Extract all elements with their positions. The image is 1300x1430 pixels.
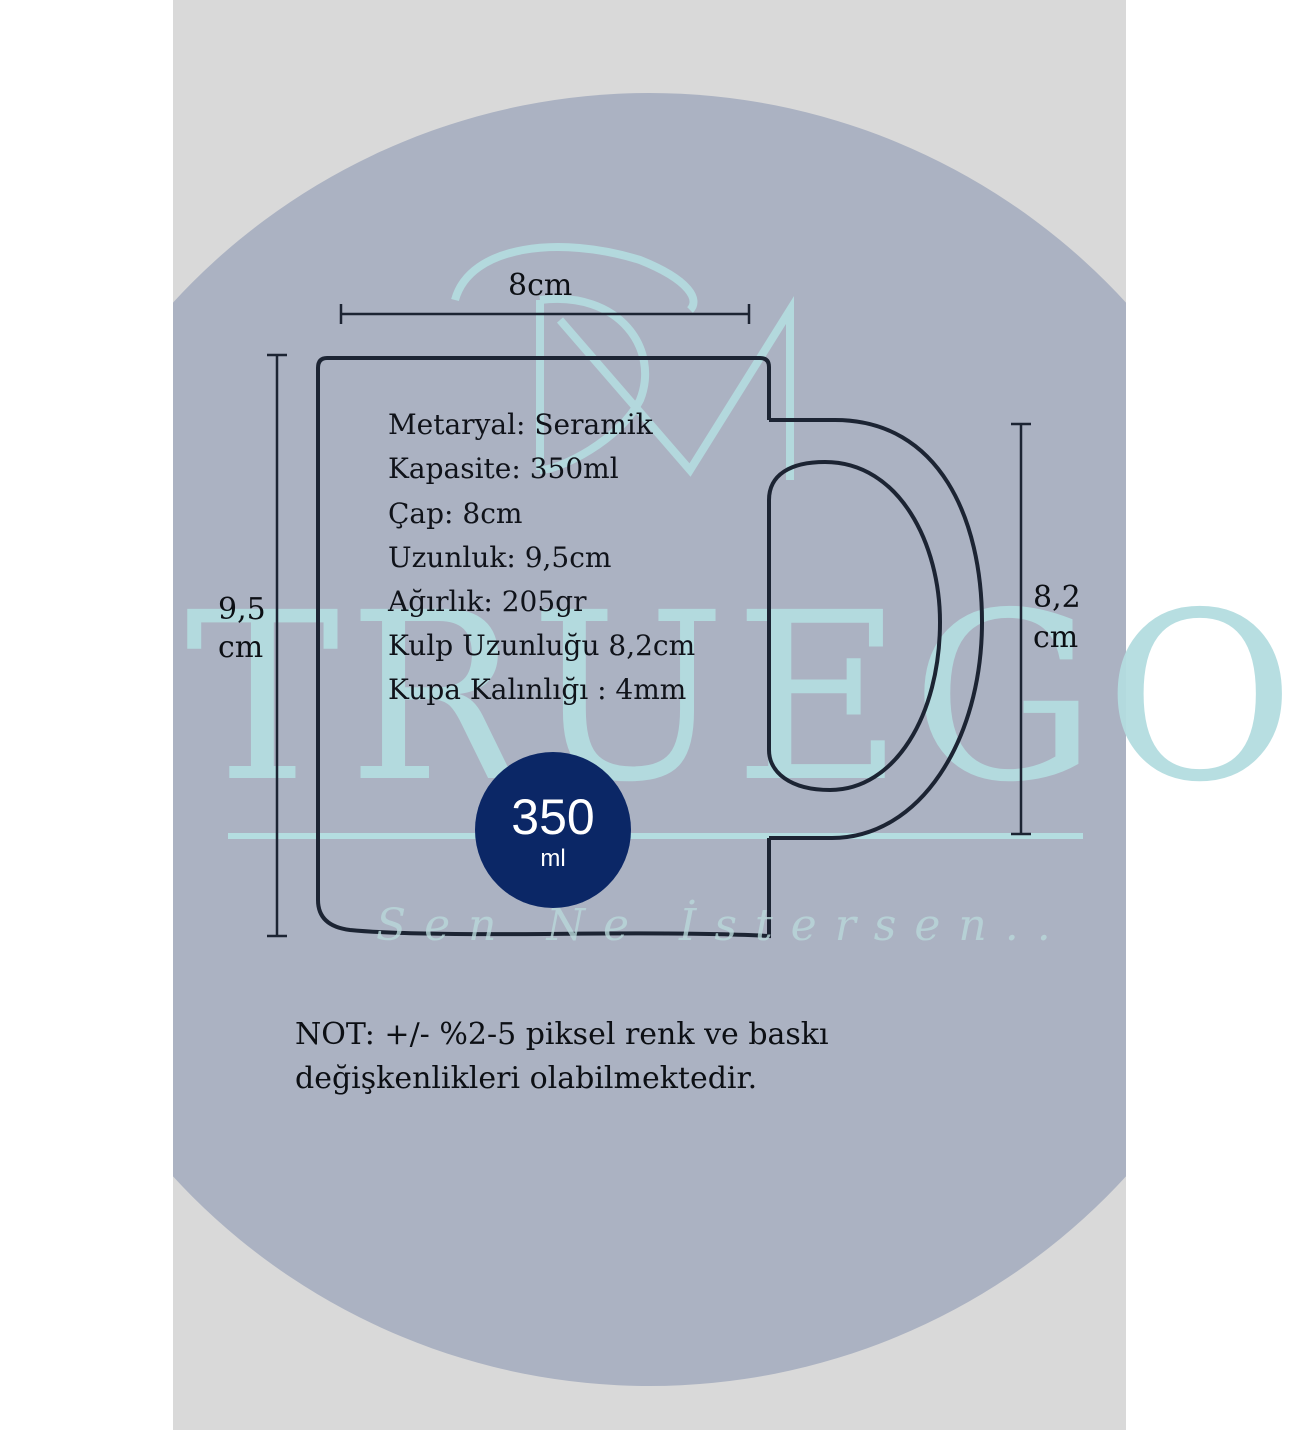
spec-item: Kulp Uzunluğu 8,2cm [388,629,696,662]
handle-value-label: 8,2 [1033,580,1081,615]
capacity-badge: 350 ml [475,752,631,908]
mug-handle-outline [767,418,985,840]
width-dimension-line [339,304,751,324]
capacity-badge-value: 350 [511,789,595,845]
note-line-1: NOT: +/- %2-5 piksel renk ve baskı [295,1017,829,1052]
capacity-badge-unit: ml [540,845,566,872]
watermark-monogram [451,243,794,480]
watermark-tagline: Sen Ne İstersen.. [376,900,1069,951]
spec-item: Çap: 8cm [388,497,523,530]
handle-unit-label: cm [1033,620,1079,655]
height-value-label: 9,5 [218,592,266,627]
height-unit-label: cm [218,630,264,665]
watermark-brand: TRUEGO [185,563,1300,833]
spec-item: Kupa Kalınlığı : 4mm [388,673,687,706]
handle-dimension-line [1011,422,1031,836]
background-disc [173,93,1126,1386]
mug-body-outline [316,356,771,939]
note-line-2: değişkenlikleri olabilmektedir. [295,1061,758,1096]
spec-item: Ağırlık: 205gr [388,585,587,618]
height-dimension-line [267,353,287,938]
width-label: 8cm [508,268,573,303]
spec-item: Metaryal: Seramik [388,408,653,441]
spec-item: Kapasite: 350ml [388,452,619,485]
spec-item: Uzunluk: 9,5cm [388,541,612,574]
